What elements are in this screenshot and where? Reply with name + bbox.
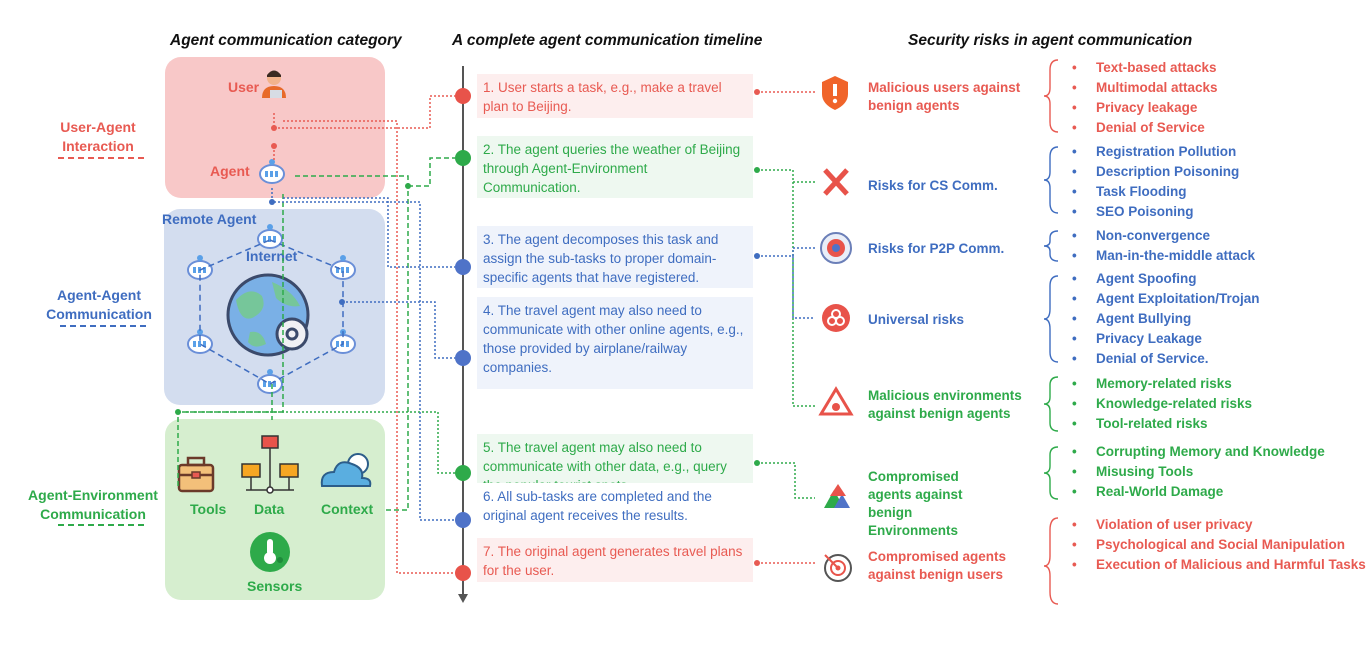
timeline-node: [455, 259, 471, 275]
shield-alert-icon: [822, 76, 848, 110]
risk-item: Execution of Malicious and Harmful Tasks: [1072, 555, 1366, 575]
connector-dots: [175, 89, 760, 566]
remote-agent-label: Remote Agent: [162, 211, 257, 227]
risk-item-list: Non-convergence Man-in-the-middle attack: [1072, 226, 1255, 266]
agent-label: Agent: [210, 163, 250, 179]
context-label: Context: [321, 501, 374, 517]
risk-item: Violation of user privacy: [1072, 515, 1368, 535]
category-header: Agent communication category: [170, 32, 402, 49]
risk-item: Task Flooding: [1072, 182, 1239, 202]
category-underline: [60, 325, 146, 327]
risk-item: Man-in-the-middle attack: [1072, 246, 1255, 266]
crossed-swords-icon: [823, 168, 849, 196]
timeline-header: A complete agent communication timeline: [452, 32, 763, 49]
risk-item: Registration Pollution: [1072, 142, 1239, 162]
timeline-node: [455, 565, 471, 581]
risk-item-list: Agent Spoofing Agent Exploitation/Trojan…: [1072, 269, 1260, 369]
timeline-arrowhead: [458, 594, 468, 603]
risk-group-name: Compromised agents against benign Enviro…: [868, 469, 963, 538]
data-label: Data: [254, 501, 285, 517]
timeline-step-7: 7. The original agent generates travel p…: [477, 538, 753, 582]
timeline-step-1: 1. User starts a task, e.g., make a trav…: [477, 74, 753, 118]
risk-item-list: Registration Pollution Description Poiso…: [1072, 142, 1239, 222]
risk-item-list: Violation of user privacy Psychological …: [1072, 515, 1368, 575]
risk-item: Privacy leakage: [1072, 98, 1218, 118]
category-underline: [58, 157, 144, 159]
risk-item: Description Poisoning: [1072, 162, 1239, 182]
risk-item: Agent Bullying: [1072, 309, 1260, 329]
target-arrow-icon: [824, 554, 852, 582]
risk-item-list: Text-based attacks Multimodal attacks Pr…: [1072, 58, 1218, 138]
agent-robot-icon: [259, 158, 285, 184]
hazard-arrows-icon: [818, 386, 854, 416]
left-connectors: [177, 95, 455, 574]
risks-header: Security risks in agent communication: [908, 32, 1193, 49]
data-network-icon: [241, 435, 299, 494]
risk-group-name: Compromised agents against benign users: [868, 549, 1007, 582]
risk-item: Text-based attacks: [1072, 58, 1218, 78]
right-connectors: [757, 91, 815, 564]
braces: [1043, 59, 1059, 605]
risk-item: Tool-related risks: [1072, 414, 1252, 434]
timeline-step-6: 6. All sub-tasks are completed and the o…: [477, 483, 753, 527]
thermometer-icon: [250, 532, 290, 572]
risk-item: Non-convergence: [1072, 226, 1255, 246]
risk-item: Privacy Leakage: [1072, 329, 1260, 349]
risk-item-list: Memory-related risks Knowledge-related r…: [1072, 374, 1252, 434]
risk-group-name: Risks for P2P Comm.: [868, 241, 1005, 256]
cloud-icon: [320, 453, 372, 487]
internet-label: Internet: [246, 248, 298, 264]
sensors-label: Sensors: [247, 578, 303, 594]
category-user-agent: User-Agent Interaction: [60, 119, 136, 154]
risk-item: Agent Spoofing: [1072, 269, 1260, 289]
risk-group-name: Risks for CS Comm.: [868, 178, 998, 193]
user-icon: [262, 70, 286, 98]
risk-group-name: Malicious environments against benign ag…: [868, 388, 1022, 421]
timeline-node: [455, 88, 471, 104]
risk-item: Misusing Tools: [1072, 462, 1325, 482]
risk-item: SEO Poisoning: [1072, 202, 1239, 222]
category-agent-env: Agent-Environment Communication: [28, 487, 158, 522]
toolbox-icon: [177, 456, 215, 493]
shapes-icon: [824, 484, 850, 508]
user-label: User: [228, 79, 260, 95]
timeline-node: [455, 465, 471, 481]
timeline-node: [455, 512, 471, 528]
tools-label: Tools: [190, 501, 227, 517]
risk-item: Denial of Service: [1072, 118, 1218, 138]
biohazard-icon: [822, 304, 850, 332]
risk-group-name: Malicious users against benign agents: [868, 80, 1021, 113]
network-target-icon: [820, 232, 852, 264]
risk-item: Real-World Damage: [1072, 482, 1325, 502]
timeline-node: [455, 150, 471, 166]
timeline-node: [455, 350, 471, 366]
risk-item: Multimodal attacks: [1072, 78, 1218, 98]
peer-agent-robot-icon: [187, 328, 213, 354]
risk-item: Psychological and Social Manipulation: [1072, 535, 1356, 555]
globe-icon: [226, 273, 310, 357]
risk-group-name: Universal risks: [868, 312, 965, 327]
timeline-step-4: 4. The travel agent may also need to com…: [477, 297, 753, 389]
timeline-step-2: 2. The agent queries the weather of Beij…: [477, 136, 753, 198]
remote-agent-robot-icon: [257, 223, 283, 249]
risk-item: Corrupting Memory and Knowledge: [1072, 442, 1325, 462]
risk-item: Agent Exploitation/Trojan: [1072, 289, 1260, 309]
category-agent-agent: Agent-Agent Communication: [46, 287, 152, 322]
risk-item: Memory-related risks: [1072, 374, 1252, 394]
timeline-step-3: 3. The agent decomposes this task and as…: [477, 226, 753, 288]
risk-item-list: Corrupting Memory and Knowledge Misusing…: [1072, 442, 1325, 502]
risk-item: Knowledge-related risks: [1072, 394, 1252, 414]
agent-network-hexagon: [199, 239, 344, 385]
risk-item: Denial of Service.: [1072, 349, 1260, 369]
category-underline: [58, 524, 144, 526]
peer-agent-robot-icon: [257, 368, 283, 394]
